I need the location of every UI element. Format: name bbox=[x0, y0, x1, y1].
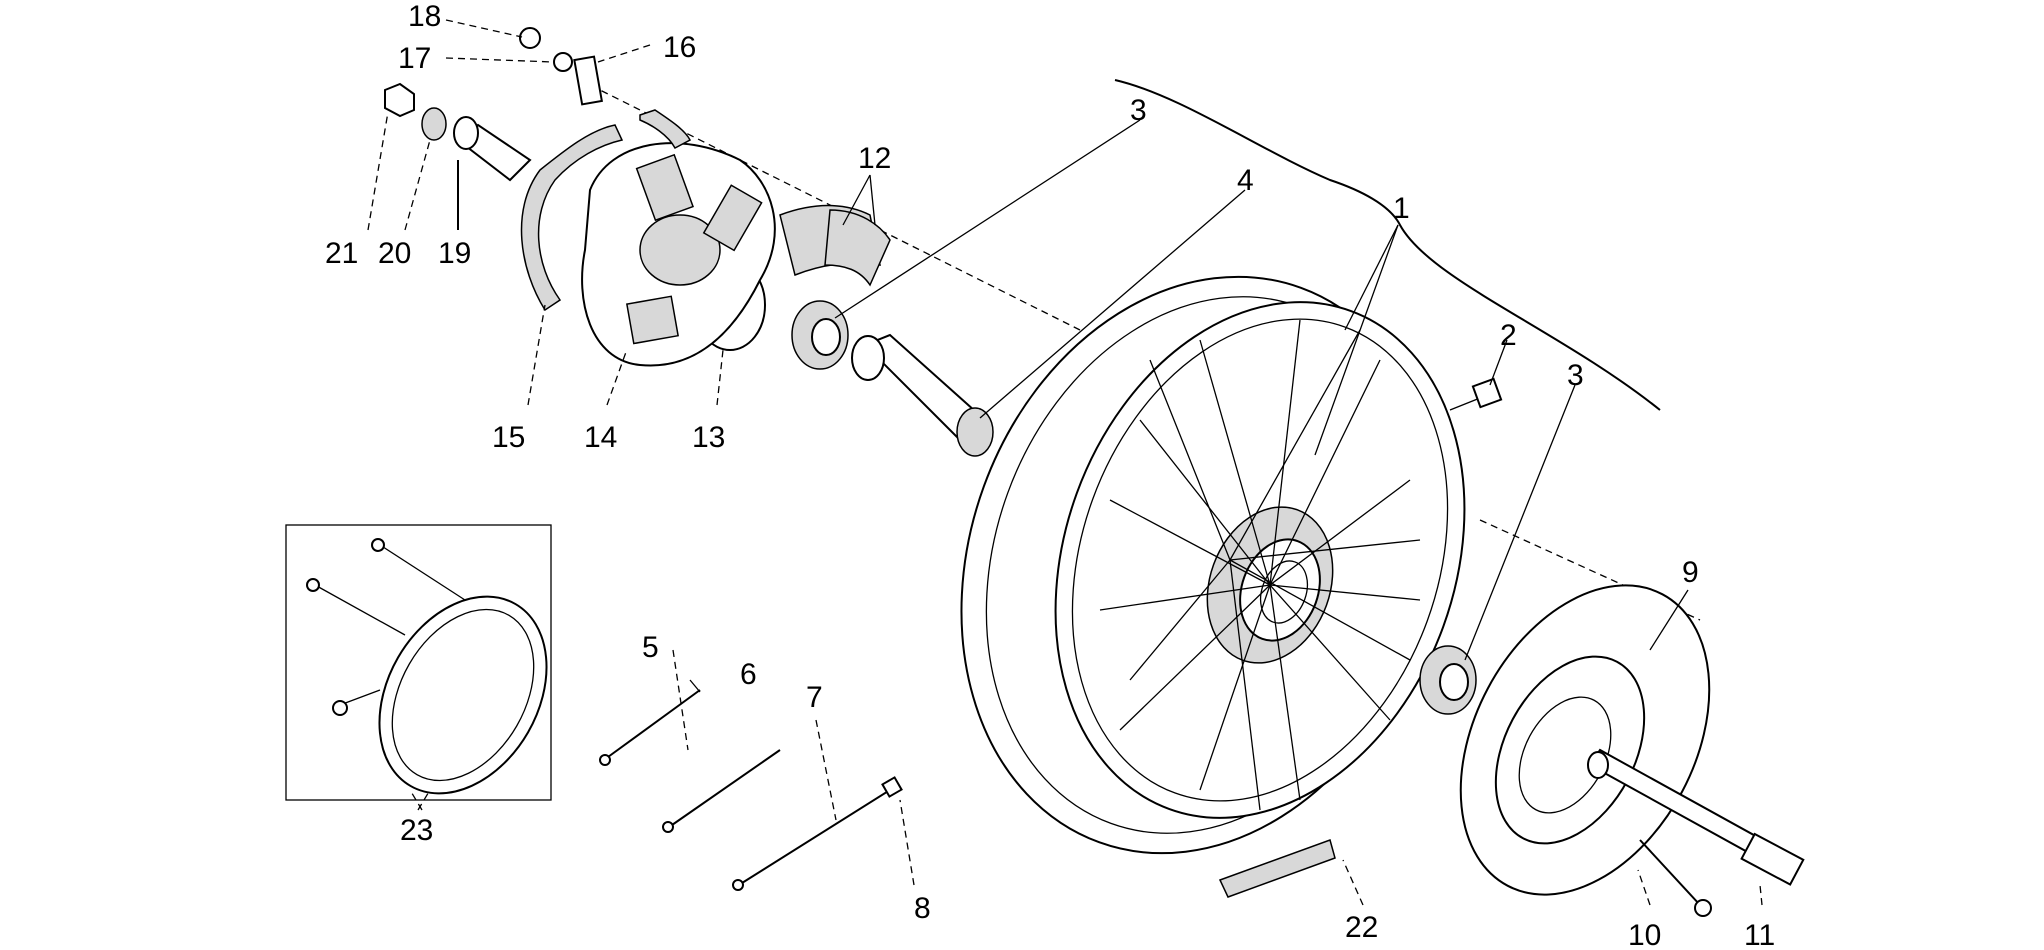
callout-14: 14 bbox=[584, 421, 617, 454]
callout-6: 6 bbox=[740, 658, 757, 691]
spoke-7 bbox=[732, 776, 903, 891]
bearing-right bbox=[1419, 645, 1477, 715]
callout-3-right: 3 bbox=[1567, 359, 1584, 392]
callout-20: 20 bbox=[378, 237, 411, 270]
leader-lines bbox=[689, 119, 1689, 693]
callout-3-top: 3 bbox=[1130, 94, 1147, 127]
callout-2: 2 bbox=[1500, 319, 1517, 352]
callout-4: 4 bbox=[1237, 164, 1254, 197]
washer-20 bbox=[421, 107, 447, 141]
bushing-19 bbox=[453, 116, 532, 182]
callout-13: 13 bbox=[692, 421, 725, 454]
callout-19: 19 bbox=[438, 237, 471, 270]
callout-10: 10 bbox=[1628, 919, 1661, 950]
callout-12: 12 bbox=[858, 142, 891, 175]
inset-ring-kit bbox=[285, 524, 552, 801]
callout-21: 21 bbox=[325, 237, 358, 270]
balance-weight bbox=[1218, 839, 1336, 898]
callout-1: 1 bbox=[1393, 192, 1410, 225]
callout-22: 22 bbox=[1345, 911, 1378, 944]
callout-8: 8 bbox=[914, 892, 931, 925]
callout-18: 18 bbox=[408, 0, 441, 33]
bearing-left bbox=[791, 300, 849, 370]
wheel-axle bbox=[1587, 748, 1805, 886]
brake-shoes bbox=[779, 204, 891, 287]
callout-11: 11 bbox=[1744, 919, 1775, 950]
spacer bbox=[851, 333, 994, 457]
nut-21 bbox=[384, 82, 415, 118]
frame-outline bbox=[1114, 79, 1661, 411]
callout-16: 16 bbox=[663, 31, 696, 64]
callout-9: 9 bbox=[1682, 556, 1699, 589]
callout-5: 5 bbox=[642, 631, 659, 664]
valve-bolt bbox=[1449, 377, 1503, 411]
spoke-5 bbox=[599, 689, 701, 766]
washer-17 bbox=[553, 52, 573, 72]
brake-plate bbox=[581, 142, 776, 367]
brake-lining bbox=[520, 124, 624, 312]
bolt-18 bbox=[519, 27, 541, 49]
brake-disc bbox=[1459, 584, 1711, 896]
dashed-leaders bbox=[367, 19, 1763, 906]
callout-17: 17 bbox=[398, 42, 431, 75]
callout-23: 23 bbox=[400, 814, 433, 847]
callout-15: 15 bbox=[492, 421, 525, 454]
disc-bolt bbox=[1639, 839, 1712, 917]
spoke-6 bbox=[662, 749, 781, 833]
wheel-rim bbox=[960, 275, 1466, 855]
callout-7: 7 bbox=[806, 681, 823, 714]
tab-washer bbox=[573, 55, 604, 106]
